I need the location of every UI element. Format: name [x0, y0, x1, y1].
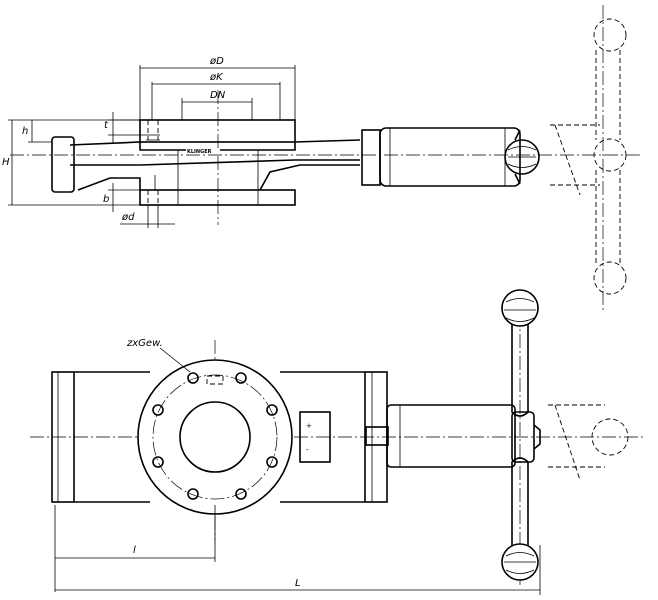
hidden-wheel-bottom	[593, 261, 627, 295]
plan-upper-knob	[501, 289, 539, 327]
bolt-hole	[152, 404, 164, 416]
bolt-hole	[266, 404, 278, 416]
bolt-hole-hidden	[147, 120, 159, 140]
marking-text: KLINGER	[187, 149, 212, 155]
dim-label-k: øK	[209, 72, 224, 83]
bolt-hole-thread	[146, 134, 160, 141]
gate-body-mid	[70, 159, 360, 166]
hidden-lever	[550, 124, 600, 196]
minus-symbol: -	[306, 446, 309, 454]
thread-leader	[159, 347, 191, 373]
gate-body-lower-left	[77, 177, 141, 191]
bolt-hole	[187, 488, 199, 500]
lower-flange	[139, 189, 296, 206]
plan-left-end-plate	[51, 371, 75, 503]
side-handwheel-knob	[504, 139, 540, 175]
plan-bore	[179, 401, 251, 473]
actuator-cylinder	[379, 127, 521, 187]
plan-view: + - zxGew. l L	[30, 289, 645, 595]
bolt-hole	[235, 372, 247, 384]
lower-knob-grip	[504, 552, 536, 574]
dim-label-t: t	[104, 120, 109, 131]
upper-knob-grip	[504, 298, 536, 322]
hidden-wheel-top	[593, 18, 627, 52]
upper-flange	[139, 119, 296, 143]
dim-label-dn: DN	[210, 90, 226, 101]
dim-label-d: øD	[209, 56, 224, 67]
actuator-flange	[361, 129, 381, 186]
dim-label-H: H	[2, 157, 10, 168]
knob-grip-lines	[507, 146, 537, 168]
dim-label-d-small: ød	[121, 212, 135, 223]
bolt-hole	[266, 456, 278, 468]
dim-label-thread: zxGew.	[126, 338, 163, 349]
plan-indicator-panel	[299, 411, 331, 463]
plan-flange-disk	[137, 359, 293, 515]
dim-label-L: L	[295, 578, 301, 589]
hidden-wheel-mid	[593, 138, 627, 172]
gate-body-lower-right	[259, 164, 360, 191]
hidden-spindle	[595, 50, 621, 263]
knob-lugs	[514, 129, 521, 185]
lower-bolt-hidden	[147, 190, 159, 205]
side-view: KLINGER øD øK DN t	[2, 5, 640, 310]
plan-hidden-lever	[548, 404, 605, 481]
plus-symbol: +	[306, 422, 312, 430]
plan-hub-nose	[533, 424, 541, 450]
plan-actuator-cylinder	[386, 404, 516, 468]
bolt-hole	[187, 372, 199, 384]
dim-label-b: b	[103, 194, 109, 205]
bolt-hole	[235, 488, 247, 500]
plan-hidden-wheel	[591, 418, 629, 456]
plan-hidden-slot	[206, 375, 224, 385]
plan-bolt-circle	[152, 374, 278, 500]
plan-bolt-holes	[152, 372, 278, 500]
marking-plate	[186, 148, 220, 154]
plan-hub	[511, 411, 535, 463]
bolt-hole	[152, 456, 164, 468]
dim-label-h: h	[22, 126, 28, 137]
inner-lines	[154, 150, 259, 205]
dim-label-l: l	[133, 545, 136, 556]
plan-coupling	[365, 426, 389, 446]
